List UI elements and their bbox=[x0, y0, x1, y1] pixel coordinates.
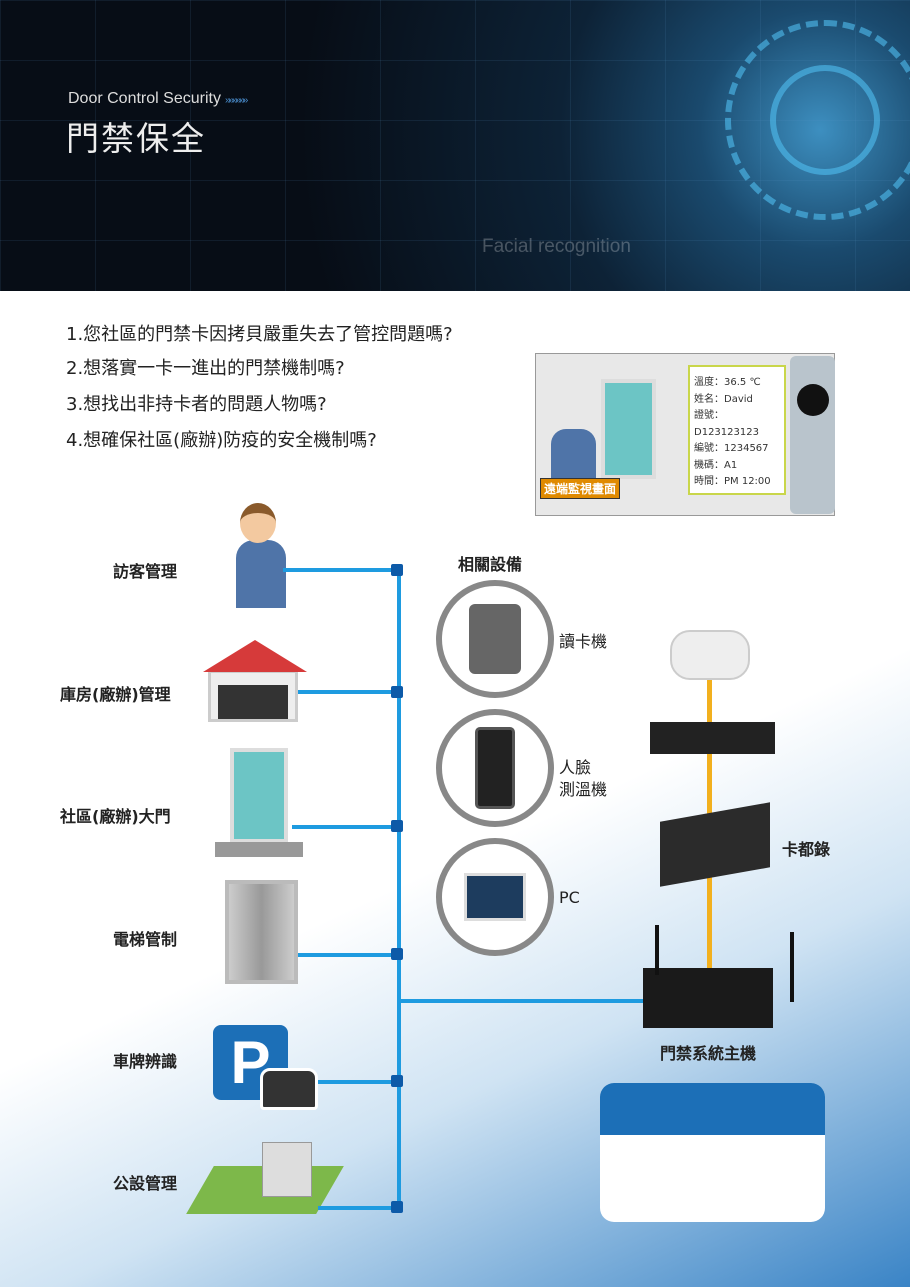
connector-line bbox=[318, 1080, 398, 1084]
dpad-icon bbox=[796, 384, 829, 416]
node bbox=[391, 686, 403, 698]
devices-heading: 相關設備 bbox=[458, 555, 523, 574]
node bbox=[391, 1075, 403, 1087]
connector-line bbox=[283, 568, 398, 572]
info-row: 溫度：36.5 ℃ bbox=[694, 377, 761, 388]
remote-control-panel bbox=[790, 356, 835, 514]
info-row: 姓名：David bbox=[694, 393, 753, 405]
label-warehouse: 庫房(廠辦)管理 bbox=[60, 685, 171, 704]
label-plate: 車牌辨識 bbox=[113, 1052, 178, 1071]
watermark-text: Facial recognition bbox=[482, 236, 631, 257]
node bbox=[391, 1201, 403, 1213]
label-elevator: 電梯管制 bbox=[113, 930, 178, 949]
info-card-header bbox=[600, 1083, 825, 1135]
page-title: 門禁保全 bbox=[66, 119, 206, 158]
info-row: 時間：PM 12:00 bbox=[694, 476, 771, 487]
label-gate: 社區(廠辦)大門 bbox=[60, 807, 171, 826]
dvr-icon bbox=[650, 722, 775, 754]
card-reader-circle bbox=[436, 580, 554, 698]
elevator-icon bbox=[225, 880, 298, 984]
person-icon bbox=[551, 429, 596, 479]
card-reader-icon bbox=[469, 604, 521, 674]
antenna-icon bbox=[655, 925, 659, 975]
dvr-label: 卡都錄 bbox=[782, 840, 831, 859]
car-icon bbox=[260, 1068, 318, 1110]
radar-ring-icon bbox=[725, 20, 910, 220]
radar-ring-icon bbox=[770, 65, 880, 175]
connector-line bbox=[292, 825, 398, 829]
pc-circle bbox=[436, 838, 554, 956]
pc-icon bbox=[464, 873, 526, 921]
node bbox=[391, 564, 403, 576]
door-icon bbox=[601, 379, 656, 479]
info-panel: 溫度：36.5 ℃ 姓名：David 證號：D123123123 編號：1234… bbox=[688, 365, 786, 495]
visitor-head-icon bbox=[240, 503, 276, 543]
host-label: 門禁系統主機 bbox=[660, 1044, 757, 1063]
building-icon bbox=[262, 1142, 312, 1197]
steps-icon bbox=[215, 842, 303, 857]
visitor-icon bbox=[236, 540, 286, 608]
warehouse-icon bbox=[208, 670, 298, 722]
question-4: 4.想確保社區(廠辦)防疫的安全機制嗎? bbox=[66, 430, 377, 451]
monitor-tag: 遠端監視畫面 bbox=[540, 478, 621, 499]
camera-icon bbox=[670, 630, 750, 680]
info-card bbox=[600, 1083, 825, 1222]
subtitle-en: Door Control Security»»»»»» bbox=[68, 90, 248, 107]
host-icon bbox=[643, 968, 773, 1028]
info-row: 機碼：A1 bbox=[694, 459, 738, 471]
connector-line bbox=[298, 690, 398, 694]
info-row: 編號：1234567 bbox=[694, 443, 769, 454]
node bbox=[391, 948, 403, 960]
door-icon bbox=[230, 748, 288, 843]
face-scanner-icon bbox=[475, 727, 515, 809]
antenna-icon bbox=[790, 932, 794, 1002]
question-1: 1.您社區的門禁卡因拷貝嚴重失去了管控問題嗎? bbox=[66, 324, 453, 345]
header-banner: Door Control Security»»»»»» 門禁保全 Facial … bbox=[0, 0, 910, 291]
pc-label: PC bbox=[559, 888, 580, 907]
label-facility: 公設管理 bbox=[113, 1174, 178, 1193]
node bbox=[391, 820, 403, 832]
face-scanner-circle bbox=[436, 709, 554, 827]
connector-line bbox=[398, 999, 643, 1003]
question-3: 3.想找出非持卡者的問題人物嗎? bbox=[66, 394, 327, 415]
card-reader-label: 讀卡機 bbox=[559, 632, 608, 651]
question-2: 2.想落實一卡一進出的門禁機制嗎? bbox=[66, 358, 345, 379]
label-visitor: 訪客管理 bbox=[113, 562, 178, 581]
connector-line bbox=[298, 953, 398, 957]
info-row: 證號：D123123123 bbox=[694, 410, 759, 438]
connector-line bbox=[318, 1206, 398, 1210]
roof-icon bbox=[203, 640, 307, 672]
face-scanner-label: 人臉 測溫機 bbox=[559, 758, 608, 799]
bus-line bbox=[397, 568, 401, 1210]
